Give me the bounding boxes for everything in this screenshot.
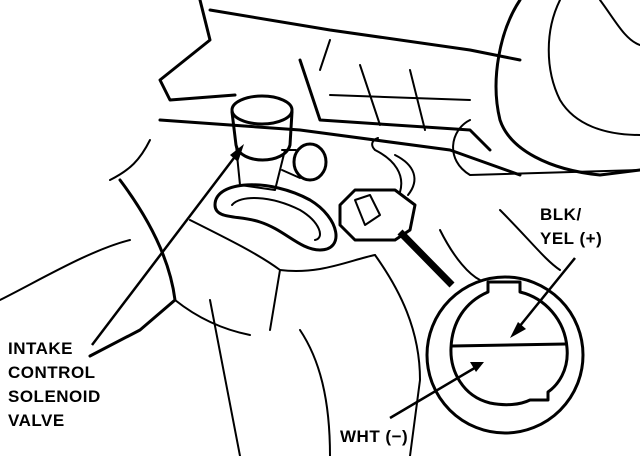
connector-plug-detail — [354, 194, 381, 226]
connector-wire-2 — [394, 154, 416, 196]
right-tube-2 — [599, 0, 640, 46]
intake-valve-leader — [91, 149, 241, 346]
intake-control-solenoid-valve-label: INTAKE CONTROL SOLENOID VALVE — [8, 337, 101, 433]
wht-leader — [389, 364, 479, 420]
block-line-3 — [189, 219, 281, 331]
right-housing-inner — [547, 0, 640, 136]
connector-end-view — [425, 275, 585, 435]
block-line-10 — [299, 329, 331, 456]
block-line-11 — [499, 209, 561, 271]
wht-arrowhead — [470, 362, 484, 372]
block-line-4 — [279, 254, 376, 272]
connector-callout-pointer — [397, 229, 455, 288]
block-line-8 — [109, 139, 151, 181]
solenoid-port — [292, 142, 328, 182]
blk-yel-leader — [514, 257, 576, 333]
terminal-divider — [451, 342, 567, 348]
solenoid-port-line — [281, 149, 301, 179]
label-line: BLK/ — [540, 205, 582, 224]
blk-yel-arrowhead — [510, 322, 526, 338]
manifold-grid-2 — [359, 64, 381, 126]
terminal-housing — [449, 280, 569, 407]
block-line-6 — [374, 254, 421, 456]
detail-circle — [425, 275, 585, 435]
manifold-top-edge — [208, 8, 522, 62]
right-tube — [452, 119, 640, 176]
arrowheads — [230, 144, 526, 372]
connector-wire — [371, 137, 403, 193]
block-line-5 — [0, 239, 131, 301]
hose-loop-inner — [231, 197, 321, 241]
label-line: SOLENOID — [8, 387, 101, 406]
leader-lines — [91, 149, 576, 420]
connector-plug — [338, 188, 417, 242]
manifold-grid-3 — [409, 69, 426, 131]
manifold-grid-5 — [319, 39, 331, 71]
label-line: VALVE — [8, 411, 65, 430]
manifold-grid-4 — [329, 94, 471, 101]
label-line: CONTROL — [8, 363, 96, 382]
wht-negative-label: WHT (−) — [340, 427, 409, 446]
solenoid-cap — [230, 94, 294, 126]
solenoid-base — [235, 144, 286, 191]
label-line: YEL (+) — [540, 229, 603, 248]
block-line-9 — [209, 299, 241, 456]
blk-yel-positive-label: BLK/ YEL (+) — [540, 203, 602, 251]
right-housing — [494, 0, 640, 177]
block-line-2 — [174, 299, 251, 336]
hose-loop — [213, 183, 338, 252]
intake-valve-arrowhead — [230, 144, 244, 162]
label-line: INTAKE — [8, 339, 74, 358]
manifold-outline — [158, 0, 237, 102]
manifold-grid-1 — [298, 58, 492, 152]
block-line-7 — [439, 229, 481, 281]
